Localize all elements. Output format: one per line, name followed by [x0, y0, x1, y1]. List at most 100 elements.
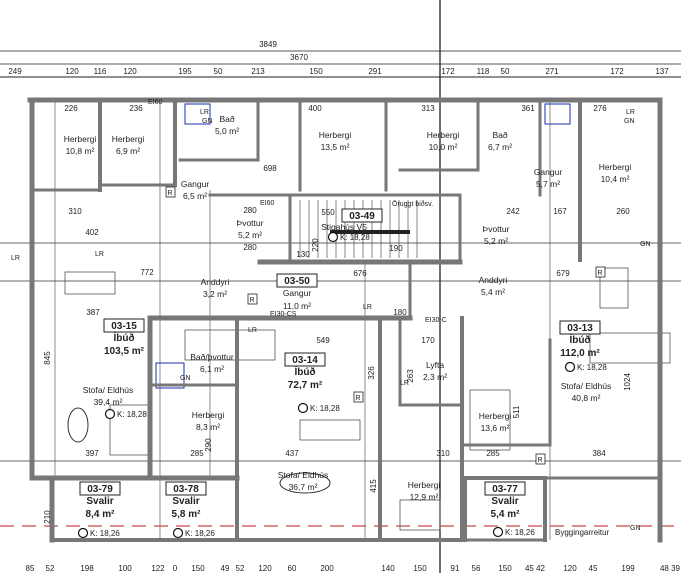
inner-dimension: 437 — [285, 449, 299, 458]
furniture-item — [589, 332, 671, 364]
top-dimension: 50 — [501, 67, 510, 76]
top-dimension: 213 — [251, 67, 265, 76]
inner-dimension: 400 — [308, 104, 322, 113]
annotation-tag: LR — [400, 380, 409, 387]
room-tag-box — [353, 391, 364, 403]
inner-dimension: 313 — [421, 104, 435, 113]
furniture-item — [184, 329, 276, 361]
inner-dimension: 167 — [553, 207, 567, 216]
room-area: 5,2 m² — [484, 236, 508, 246]
room-name: Herbergi — [192, 410, 225, 420]
inner-dimension: 290 — [204, 438, 213, 452]
top-dimension: 118 — [477, 67, 490, 76]
room-tag-box — [535, 453, 546, 465]
inner-dimension: 550 — [321, 208, 335, 217]
bottom-dimension: 85 — [26, 564, 35, 573]
top-dimension: 249 — [8, 67, 22, 76]
building-boundary-label: Byggingarreitur — [555, 528, 610, 537]
room-area: 10,4 m² — [601, 174, 630, 184]
room-area: 3,2 m² — [203, 289, 227, 299]
stair-handrail — [330, 230, 410, 234]
room-name: Herbergi — [408, 480, 441, 490]
annotation-tag: GN — [202, 118, 213, 125]
room-area: 5,2 m² — [238, 230, 262, 240]
unit-area: 103,5 m² — [104, 346, 145, 357]
inner-dimension: 130 — [296, 250, 310, 259]
room-name: Herbergi — [112, 134, 145, 144]
room-tag: R — [355, 395, 360, 402]
inner-dimension: 236 — [129, 104, 143, 113]
inner-dimension: 326 — [367, 366, 376, 380]
unit-number-box — [165, 481, 207, 496]
room-name: Herbergi — [599, 162, 632, 172]
bottom-dimension: 198 — [80, 564, 94, 573]
furniture — [64, 103, 671, 531]
dining-table-icon — [67, 407, 89, 443]
bottom-dimension: 150 — [413, 564, 427, 573]
unit-type: Íbúð — [569, 333, 590, 346]
bottom-dimension: 120 — [258, 564, 272, 573]
unit-area: 8,4 m² — [86, 509, 116, 520]
top-dimension: 172 — [610, 67, 624, 76]
room-area: 6,1 m² — [200, 364, 224, 374]
unit-area: 5,4 m² — [491, 509, 521, 520]
unit-type: Svalir — [491, 496, 518, 507]
inner-dimension: 402 — [85, 228, 99, 237]
top-dimension: 172 — [441, 67, 455, 76]
unit-number-box — [103, 318, 145, 333]
annotation-tag: LR — [95, 251, 104, 258]
room-area: 5,0 m² — [215, 126, 239, 136]
room-area: 5,4 m² — [481, 287, 505, 297]
annotation-tag: GN — [630, 525, 641, 532]
level-mark: K: 18,28 — [577, 363, 607, 372]
shower-icon — [544, 103, 571, 125]
bottom-dimension: 45 42 — [525, 564, 546, 573]
annotation-tag: LR — [363, 304, 372, 311]
furniture-item — [599, 267, 629, 309]
unit-area: 112,0 m² — [560, 348, 600, 359]
bottom-dimension: 60 — [288, 564, 297, 573]
unit-number: 03-50 — [284, 276, 310, 287]
unit-type: Íbúð — [294, 365, 315, 378]
inner-dimension: 210 — [43, 510, 52, 524]
room-name: Herbergi — [319, 130, 352, 140]
level-mark-icon — [104, 408, 116, 420]
bottom-dimension: 52 — [236, 564, 245, 573]
level-mark: K: 18,26 — [90, 529, 120, 538]
inner-dimension: 1024 — [623, 373, 632, 391]
level-mark: K: 18,28 — [310, 404, 340, 413]
unit-number: 03-78 — [173, 484, 199, 495]
annotation-tag: LR — [626, 109, 635, 116]
unit-number: 03-49 — [349, 211, 375, 222]
inner-dimension: 387 — [86, 308, 100, 317]
furniture-item — [64, 271, 116, 295]
room-name: Gangur — [534, 167, 563, 177]
furniture-item — [399, 499, 441, 531]
bottom-dimension: 150 — [498, 564, 512, 573]
bottom-dimension: 49 — [221, 564, 230, 573]
unit-area: 11,0 m² — [283, 301, 311, 311]
stair-name: Stigahús V5 — [321, 222, 367, 232]
walls — [27, 97, 663, 543]
unit-area: 5,8 m² — [172, 509, 202, 520]
level-mark-icon — [564, 361, 576, 373]
inner-dimension: 285 — [190, 449, 204, 458]
room-area: 5,7 m² — [536, 179, 560, 189]
room-name: Bað — [219, 114, 234, 124]
inner-dimension: 511 — [512, 405, 521, 418]
room-tag-box — [165, 186, 176, 198]
top-dimension: 120 — [123, 67, 137, 76]
unit-type: Íbúð — [113, 331, 134, 344]
inner-dimension: 263 — [406, 369, 415, 383]
top-dimension: 291 — [368, 67, 382, 76]
bottom-dimension: 100 — [118, 564, 132, 573]
shower-icon — [155, 362, 185, 389]
top-dimension: 195 — [178, 67, 192, 76]
inner-dimension: 397 — [85, 449, 99, 458]
inner-dimension: 361 — [521, 104, 535, 113]
unit-number: 03-13 — [567, 323, 593, 334]
inner-dimension: 220 — [311, 238, 320, 252]
furniture-item — [299, 419, 361, 441]
level-mark: K: 18,28 — [340, 233, 370, 242]
